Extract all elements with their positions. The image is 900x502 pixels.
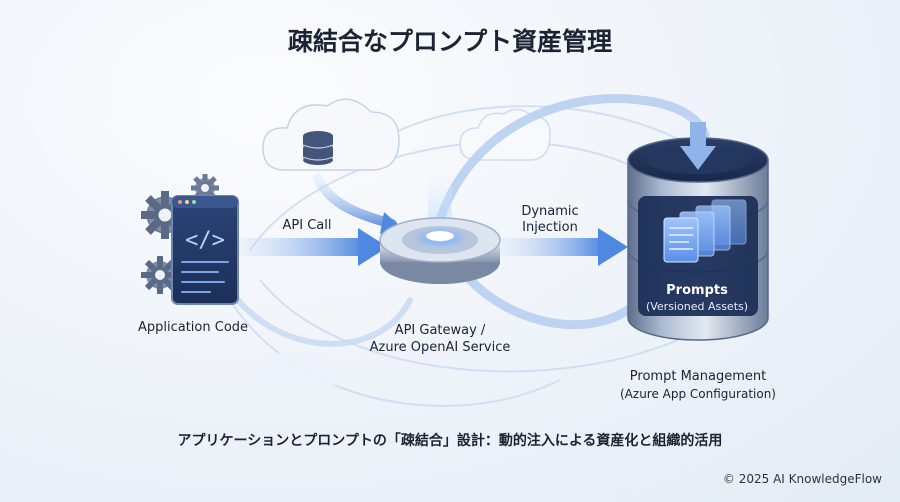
label-prompts: Prompts [666, 283, 728, 298]
label-dynamic: Dynamic [521, 204, 579, 219]
decorative-swirls [229, 105, 701, 407]
flow-gateway-to-store-top [435, 94, 710, 225]
gateway-disc-icon [379, 160, 501, 284]
dynamic-injection-arrow [500, 228, 628, 266]
page-title: 疎結合なプロンプト資産管理 [287, 27, 613, 56]
api-call-arrow [238, 228, 388, 266]
diagram-caption: アプリケーションとプロンプトの「疎結合」設計：動的注入による資産化と組織的活用 [177, 433, 723, 449]
copyright-notice: © 2025 AI KnowledgeFlow [722, 472, 882, 486]
label-prompts-versioned: (Versioned Assets) [645, 300, 749, 313]
flow-gateway-to-store-bottom [465, 275, 645, 330]
cloud-icon [246, 350, 342, 385]
label-prompt-management: Prompt Management [629, 369, 767, 384]
label-api-call: API Call [282, 218, 332, 233]
label-azure-app-configuration: (Azure App Configuration) [620, 387, 776, 401]
code-window-icon: </> [171, 195, 239, 305]
flow-app-loop [227, 287, 413, 347]
label-gateway-line1: API Gateway / [394, 323, 486, 338]
label-application-code: Application Code [137, 320, 249, 335]
label-injection: Injection [522, 220, 578, 235]
svg-text:</>: </> [185, 228, 225, 253]
cloud-database-icon [262, 98, 400, 171]
arrow-down-icon [680, 122, 716, 170]
prompt-documents-icon [663, 199, 747, 263]
label-gateway-line2: Azure OpenAI Service [369, 340, 511, 355]
gear-icon [191, 174, 219, 202]
